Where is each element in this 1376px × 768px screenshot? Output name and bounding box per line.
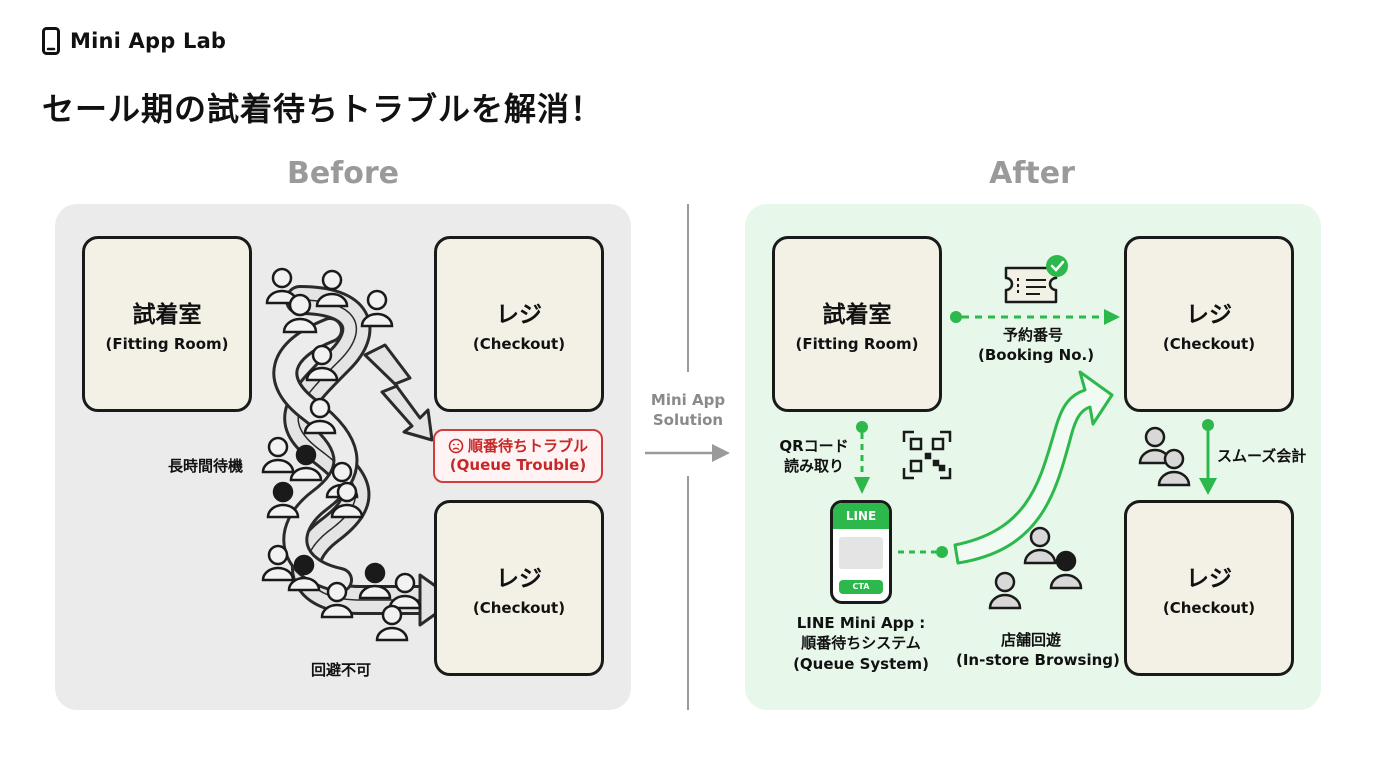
qr-code-icon xyxy=(902,430,952,480)
mini-app-label-line2: 順番待ちシステム xyxy=(801,634,921,653)
qr-label-line2: 読み取り xyxy=(783,457,844,476)
after-label: After xyxy=(989,156,1075,191)
person-icon xyxy=(375,604,409,642)
after-checkout-bottom-title: レジ xyxy=(1186,566,1232,592)
phone-screen xyxy=(839,537,883,569)
after-checkout-top-sub: (Checkout) xyxy=(1162,335,1256,353)
queue-trouble-badge: 順番待ちトラブル (Queue Trouble) xyxy=(433,429,603,483)
person-icon xyxy=(1157,448,1191,487)
person-icon xyxy=(320,581,354,619)
brand-name: Mini App Lab xyxy=(70,29,227,53)
browsing-curve-arrow xyxy=(953,370,1114,565)
person-icon xyxy=(388,572,422,610)
before-checkout-bottom: レジ (Checkout) xyxy=(434,500,604,676)
qr-label-line1: QRコード xyxy=(779,437,849,455)
before-checkout-top: レジ (Checkout) xyxy=(434,236,604,412)
person-icon xyxy=(305,344,339,382)
browsing-label-line1: 店舗回遊 xyxy=(1000,631,1061,649)
qr-label: QRコード 読み取り xyxy=(776,436,852,477)
no-browsing-label: 回避不可 xyxy=(311,661,372,679)
booking-label-line1: 予約番号 xyxy=(1002,326,1063,344)
after-checkout-top-title: レジ xyxy=(1186,302,1232,328)
trouble-sub: (Queue Trouble) xyxy=(449,456,587,474)
line-phone-mockup: LINE CTA xyxy=(830,500,892,604)
before-fitting-room-title: 試着室 xyxy=(132,302,202,328)
smooth-checkout-label: スムーズ会計 xyxy=(1217,447,1307,465)
lightning-arrow xyxy=(363,343,434,442)
mini-app-label: LINE Mini App : 順番待ちシステム (Queue System) xyxy=(786,613,936,674)
brand: Mini App Lab xyxy=(42,27,226,55)
long-wait-label: 長時間待機 xyxy=(168,457,244,475)
booking-label: 予約番号 (Booking No.) xyxy=(978,325,1095,366)
after-fitting-room-sub: (Fitting Room) xyxy=(795,335,919,353)
person-icon xyxy=(287,554,321,592)
person-icon xyxy=(303,397,337,435)
mini-app-label-line1: LINE Mini App : xyxy=(796,614,926,632)
after-fitting-room-title: 試着室 xyxy=(822,302,892,328)
before-checkout-top-sub: (Checkout) xyxy=(472,335,566,353)
before-label: Before xyxy=(286,156,400,191)
ticket-icon xyxy=(1004,255,1068,304)
page-title: セール期の試着待ちトラブルを解消！ xyxy=(42,90,604,128)
solution-label: Mini App Solution xyxy=(648,390,728,431)
solution-label-line1: Mini App xyxy=(650,391,726,409)
person-icon xyxy=(282,293,318,334)
before-checkout-bottom-sub: (Checkout) xyxy=(472,599,566,617)
mini-app-label-line3: (Queue System) xyxy=(793,654,929,673)
before-fitting-room-sub: (Fitting Room) xyxy=(105,335,229,353)
after-checkout-bottom: レジ (Checkout) xyxy=(1124,500,1294,676)
before-fitting-room: 試着室 (Fitting Room) xyxy=(82,236,252,412)
phone-cta-button[interactable]: CTA xyxy=(839,580,883,594)
person-icon xyxy=(358,562,392,600)
person-icon xyxy=(988,571,1022,610)
before-checkout-bottom-title: レジ xyxy=(496,566,542,592)
after-checkout-top: レジ (Checkout) xyxy=(1124,236,1294,412)
person-icon xyxy=(330,481,364,519)
after-checkout-bottom-sub: (Checkout) xyxy=(1162,599,1256,617)
booking-label-line2: (Booking No.) xyxy=(978,346,1095,365)
browsing-label: 店舗回遊 (In-store Browsing) xyxy=(956,630,1120,671)
person-icon xyxy=(1023,526,1057,565)
person-icon xyxy=(265,267,299,305)
before-checkout-top-title: レジ xyxy=(496,302,542,328)
phone-header: LINE xyxy=(833,503,889,529)
sad-face-icon xyxy=(448,438,464,454)
person-icon xyxy=(360,289,394,328)
solution-label-line2: Solution xyxy=(652,411,724,430)
person-icon xyxy=(261,436,295,474)
person-icon xyxy=(266,481,300,519)
person-icon xyxy=(261,544,295,582)
person-icon xyxy=(289,444,323,482)
person-icon xyxy=(1049,550,1083,590)
person-icon xyxy=(315,269,349,308)
trouble-title: 順番待ちトラブル xyxy=(467,436,588,455)
smartphone-icon xyxy=(42,27,60,55)
browsing-label-line2: (In-store Browsing) xyxy=(956,651,1120,670)
after-fitting-room: 試着室 (Fitting Room) xyxy=(772,236,942,412)
